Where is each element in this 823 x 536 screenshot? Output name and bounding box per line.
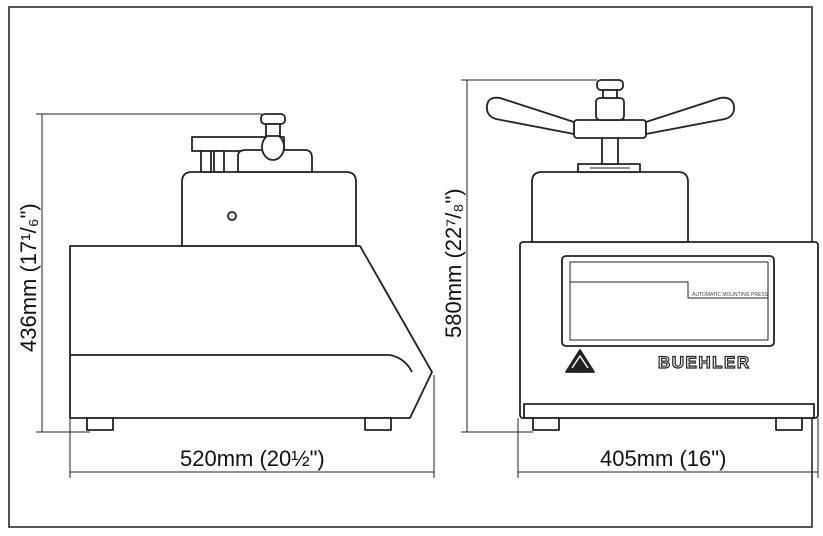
side-view-cylinder (237, 149, 313, 173)
front-view-machine (486, 79, 819, 431)
side-width-label: 520mm (20½") (180, 446, 325, 471)
front-view-handle-right (645, 96, 735, 135)
front-view-foot (532, 417, 560, 431)
side-view-machine (69, 113, 433, 431)
side-view-knob (261, 133, 285, 161)
front-view-display-step (570, 281, 768, 299)
side-view-bracket-post (213, 150, 225, 173)
front-width-label: 405mm (16") (600, 446, 726, 471)
panel-label: AUTOMATIC MOUNTING PRESS (692, 292, 769, 298)
brand-logo-text: BUEHLER (658, 353, 751, 372)
front-view-hub (573, 119, 647, 139)
front-view-knob-cap (596, 79, 624, 91)
side-view-screw-hole (227, 211, 237, 221)
side-view-handle-cap (260, 113, 286, 125)
side-view-panel-curve (389, 354, 413, 373)
front-view-knob (595, 97, 625, 121)
front-view-handle-left (486, 96, 575, 135)
side-view-bracket-post (200, 150, 212, 173)
front-view-display-panel (561, 255, 775, 347)
front-view-foot (775, 417, 803, 431)
side-view-upper-housing (181, 171, 357, 247)
side-view-foot (364, 417, 392, 431)
front-view-base-strip (523, 403, 815, 419)
side-view-body (69, 245, 433, 419)
side-view-handle-stem (265, 123, 281, 137)
front-height-label: 580mm (22⁷/₈") (441, 188, 466, 338)
front-view-column (601, 135, 619, 165)
front-view-display-inner (569, 261, 769, 341)
side-view-foot (86, 417, 114, 431)
side-height-label: 436mm (17¹/₆") (16, 203, 41, 352)
front-view-upper-housing (531, 171, 689, 243)
dimension-lines (36, 79, 819, 478)
